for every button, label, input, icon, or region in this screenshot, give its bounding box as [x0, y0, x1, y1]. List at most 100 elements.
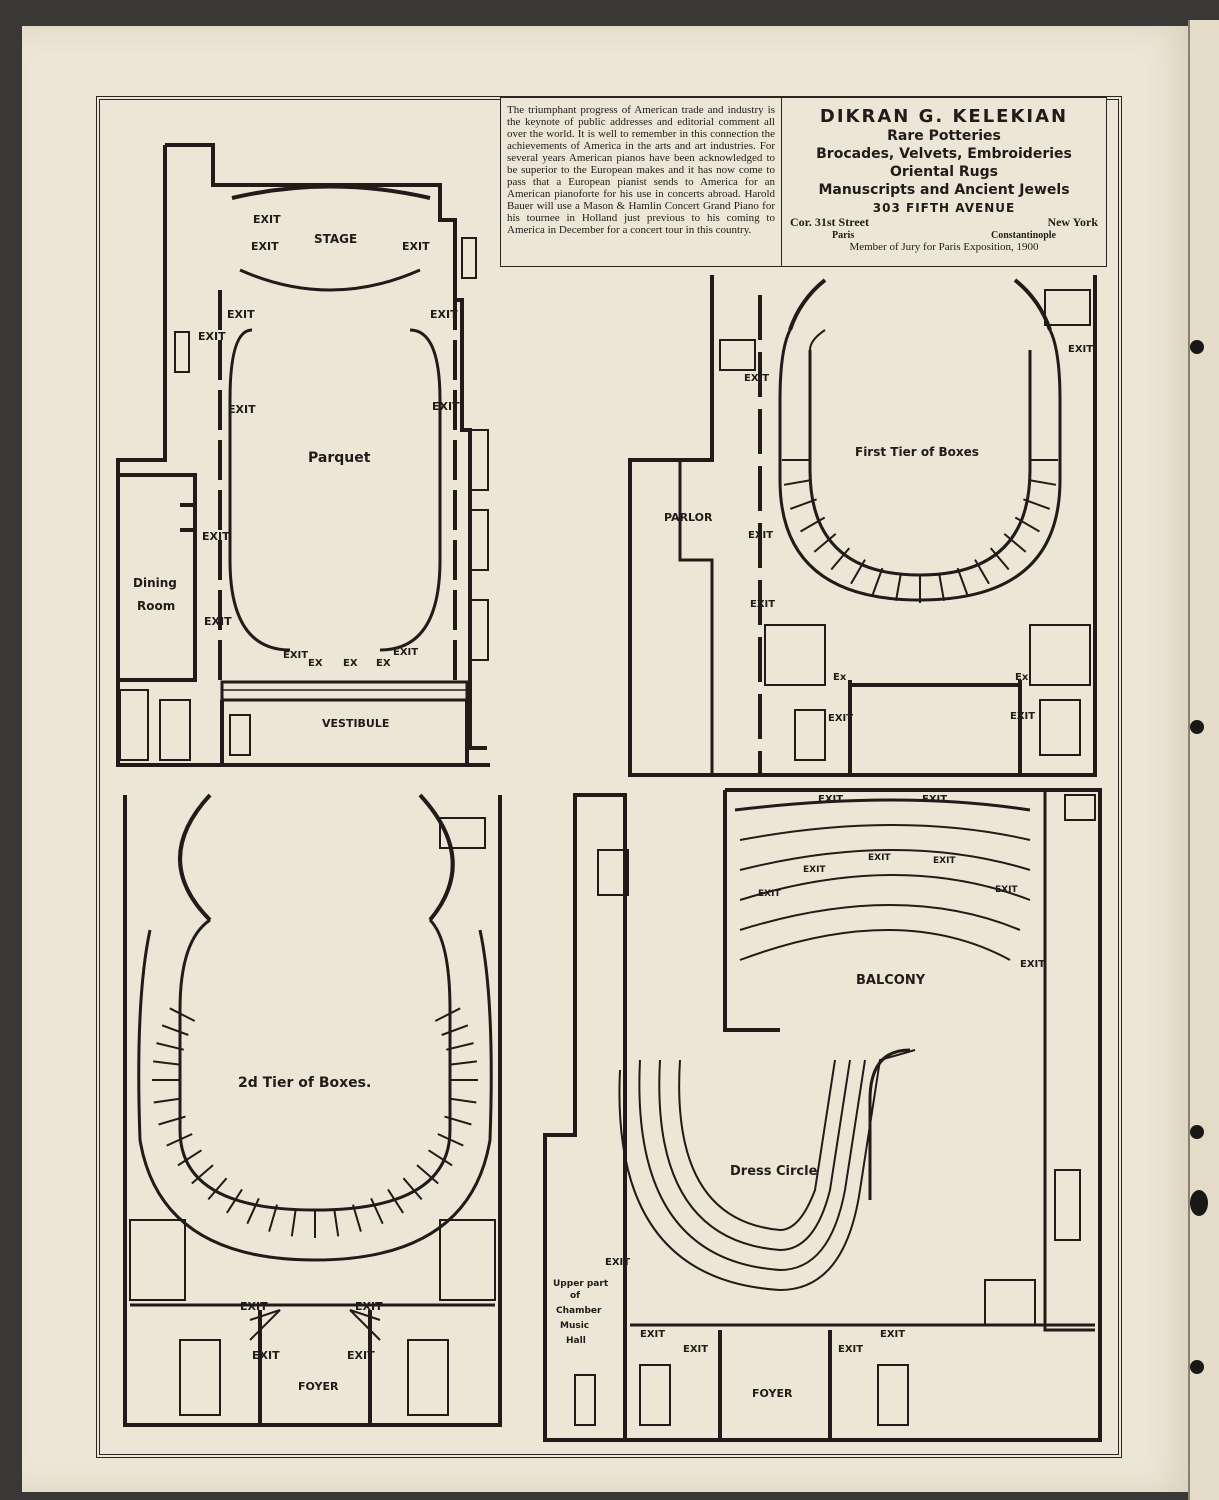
jury-note: Member of Jury for Paris Exposition, 190… [849, 241, 1039, 253]
exit-label: EXIT [818, 794, 843, 805]
exit-label: EXIT [228, 403, 256, 416]
seat-tick [799, 516, 826, 533]
foyer-label: FOYER [752, 1387, 793, 1400]
binding-stitch [1190, 1360, 1204, 1374]
dealer-address: 303 FIFTH AVENUE [872, 201, 1016, 215]
seat-tick [166, 1133, 193, 1147]
exit-label: EXIT [605, 1257, 630, 1268]
exit-label: EXIT [251, 240, 279, 253]
stage-label: STAGE [314, 232, 357, 246]
ex-label: Ex [1015, 672, 1029, 683]
seat-tick [1023, 498, 1051, 510]
dining-label-1: Dining [133, 576, 177, 590]
exit-label: EXIT [1010, 711, 1035, 722]
exit-label: EXIT [355, 1300, 383, 1313]
first-tier-plan [628, 275, 1097, 777]
dealer-name: DIKRAN G. KELEKIAN [819, 106, 1069, 127]
seat-tick [158, 1115, 186, 1126]
parquet-plan [116, 143, 490, 767]
hall-label: Upper part [553, 1279, 609, 1289]
seat-tick [169, 1007, 196, 1022]
branch: Paris [832, 230, 855, 241]
seat-tick [789, 498, 817, 510]
seat-tick [152, 1060, 182, 1066]
seat-tick [1028, 479, 1057, 486]
seat-tick [191, 1164, 214, 1185]
binding-stitch [1190, 720, 1204, 734]
exit-label: EXIT [432, 400, 460, 413]
seat-tick [895, 573, 902, 601]
hall-label: Music [560, 1321, 589, 1331]
vestibule-label: VESTIBULE [322, 717, 389, 730]
branch: Constantinople [990, 230, 1056, 241]
exit-label: EXIT [227, 308, 255, 321]
exit-label: EXIT [828, 713, 853, 724]
seat-tick [177, 1149, 202, 1167]
seat-tick [444, 1115, 472, 1126]
exit-label: EXIT [402, 240, 430, 253]
exit-label: EXIT [880, 1329, 905, 1340]
piano-advertisement: The triumphant progress of American trad… [500, 97, 782, 267]
seat-tick [370, 1197, 384, 1225]
exit-label: EXIT [240, 1300, 268, 1313]
seat-tick [446, 1042, 474, 1051]
seat-tick [441, 1024, 469, 1036]
seat-tick [333, 1208, 340, 1237]
exit-label: EXIT [933, 856, 956, 866]
balcony-label: BALCONY [856, 973, 926, 988]
seat-tick [830, 547, 851, 571]
street: Cor. 31st Street [790, 215, 869, 229]
seat-tick [416, 1164, 439, 1185]
seat-tick [1003, 533, 1027, 553]
seat-tick [783, 479, 812, 486]
exit-label: EXIT [922, 794, 947, 805]
advertisement-text: The triumphant progress of American trad… [507, 104, 775, 236]
exit-label: EXIT [1068, 344, 1093, 355]
first-tier-label: First Tier of Boxes [855, 445, 979, 459]
seat-tick [974, 559, 990, 585]
exit-label: EXIT [347, 1349, 375, 1362]
ex-label: Ex [833, 672, 847, 683]
seat-tick [434, 1007, 461, 1022]
dealer-line: Manuscripts and Ancient Jewels [818, 182, 1070, 198]
exit-label: EXIT [204, 615, 232, 628]
seat-tick [437, 1133, 464, 1147]
binding-stitch [1190, 1125, 1204, 1139]
seat-tick [246, 1197, 260, 1225]
dealer-line: Rare Potteries [887, 128, 1001, 144]
seat-tick [156, 1042, 184, 1051]
ex-label: EX [308, 658, 323, 669]
dining-label-2: Room [137, 599, 175, 613]
hall-label: Chamber [556, 1306, 602, 1316]
dealer-branches: Paris Constantinople [782, 230, 1106, 241]
seat-tick [956, 567, 969, 595]
seat-tick [428, 1149, 453, 1167]
seat-tick [448, 1097, 477, 1104]
seat-tick [850, 559, 866, 585]
exit-label: EXIT [640, 1329, 665, 1340]
exit-label: EXIT [202, 530, 230, 543]
exit-label: EXIT [995, 885, 1018, 895]
seat-tick [387, 1188, 404, 1214]
seat-tick [871, 567, 884, 595]
ex-label: EX [376, 658, 391, 669]
balcony-plan [543, 788, 1102, 1442]
seat-tick [161, 1024, 189, 1036]
kelekian-advertisement: DIKRAN G. KELEKIAN Rare Potteries Brocad… [782, 97, 1107, 267]
exit-label: EXIT [683, 1344, 708, 1355]
exit-label: EXIT [758, 889, 781, 899]
parquet-label: Parquet [308, 450, 371, 466]
seat-tick [352, 1204, 362, 1232]
seat-tick [226, 1188, 243, 1214]
parlor-label: PARLOR [664, 511, 713, 524]
foyer-label: FOYER [298, 1380, 339, 1393]
exit-label: EXIT [253, 213, 281, 226]
exit-label: EXIT [283, 650, 308, 661]
seat-tick [207, 1177, 228, 1201]
seat-tick [938, 573, 945, 601]
dealer-line: Oriental Rugs [890, 164, 998, 180]
exit-label: EXIT [750, 599, 775, 610]
dealer-location: Cor. 31st Street New York [782, 215, 1106, 230]
city: New York [1047, 215, 1098, 229]
